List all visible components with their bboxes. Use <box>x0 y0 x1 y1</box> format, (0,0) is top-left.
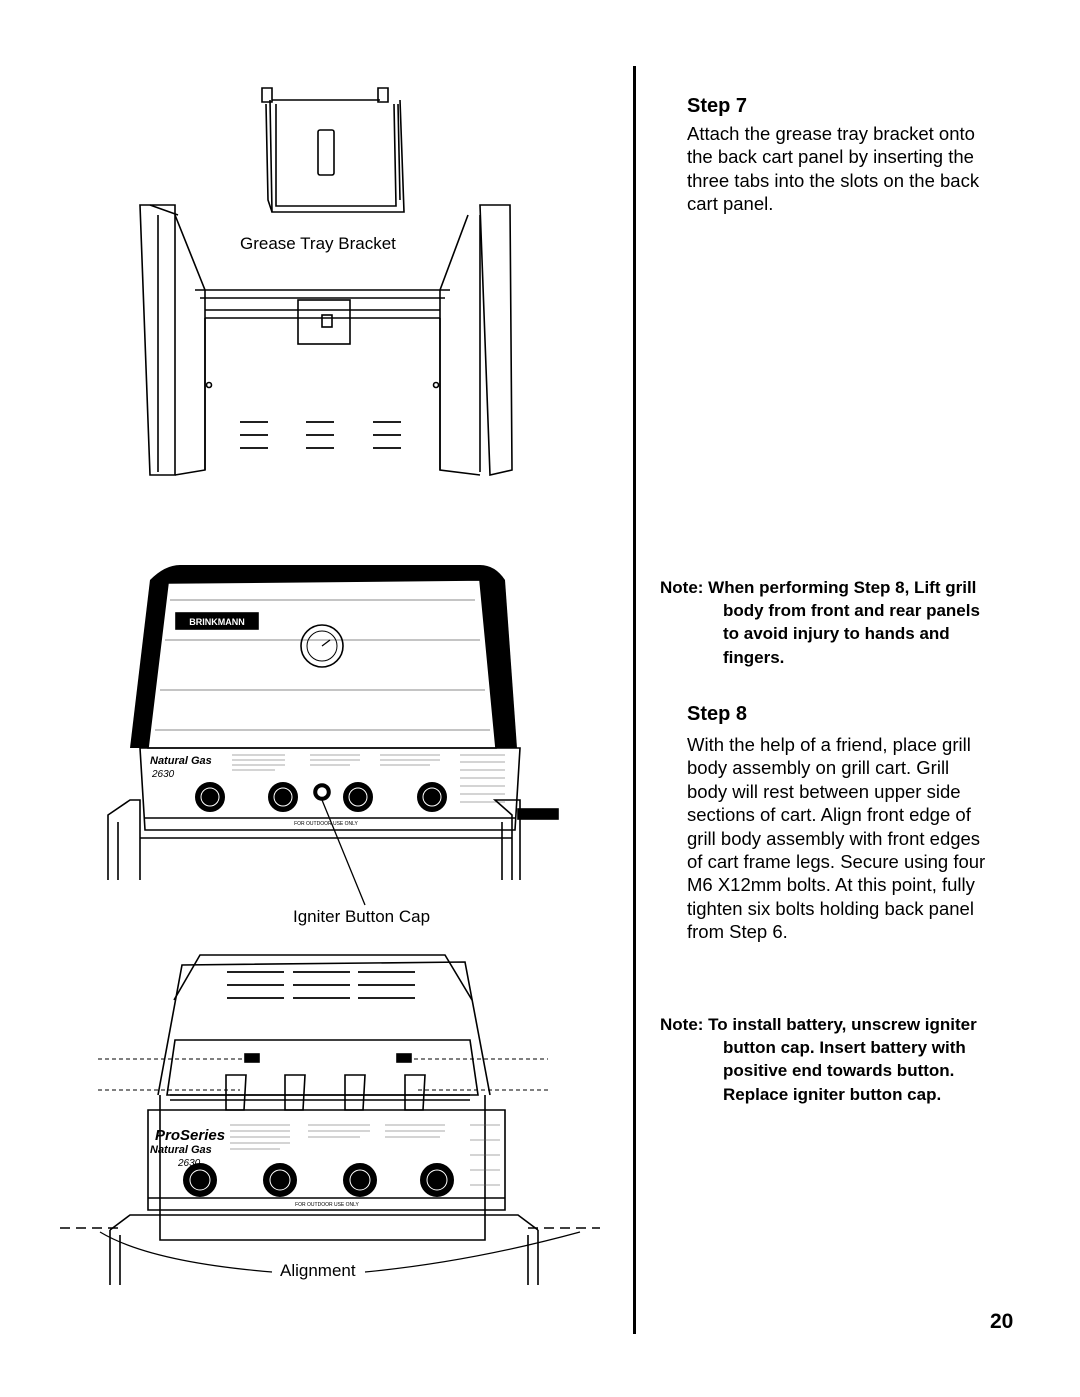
series-text-bottom: ProSeries <box>155 1127 225 1144</box>
outdoor-use-text-top: FOR OUTDOOR USE ONLY <box>294 821 358 827</box>
igniter-button-cap-label: Igniter Button Cap <box>293 907 431 926</box>
grease-tray-bracket-label: Grease Tray Bracket <box>240 234 396 253</box>
grease-tray-bracket-drawing <box>261 87 405 213</box>
outdoor-use-text-bottom: FOR OUTDOOR USE ONLY <box>295 1202 359 1208</box>
step7-heading: Step 7 <box>687 95 748 117</box>
model-text-top: 2630 <box>151 769 175 780</box>
cart-frame-drawing <box>139 204 513 476</box>
model-text-bottom: 2630 <box>177 1158 201 1169</box>
column-divider <box>633 66 636 1334</box>
fuel-text-bottom: Natural Gas <box>150 1144 212 1156</box>
open-grill-drawing: ProSeries Natural Gas 2630 FOR OUTDOOR U… <box>60 954 600 1285</box>
step8-text: With the help of a friend, place grill b… <box>687 734 986 943</box>
note-battery: Note: To install battery, unscrew ignite… <box>660 1013 996 1106</box>
brand-badge-text: BRINKMANN <box>189 617 245 627</box>
note-battery-text: Note: To install battery, unscrew ignite… <box>660 1015 977 1104</box>
alignment-label: Alignment <box>280 1261 356 1280</box>
series-text-top: Natural Gas <box>150 755 212 767</box>
grill-body-drawing: BRINKMANN Natural Gas 2630 <box>107 565 559 906</box>
step7-text: Attach the grease tray bracket onto the … <box>687 123 980 215</box>
note-lift-grill: Note: When performing Step 8, Lift grill… <box>660 576 996 669</box>
step8-heading: Step 8 <box>687 703 748 725</box>
page-number: 20 <box>990 1310 1014 1333</box>
note-lift-grill-text: Note: When performing Step 8, Lift grill… <box>660 578 980 667</box>
assembly-illustrations: BRINKMANN Natural Gas 2630 <box>60 87 600 1285</box>
